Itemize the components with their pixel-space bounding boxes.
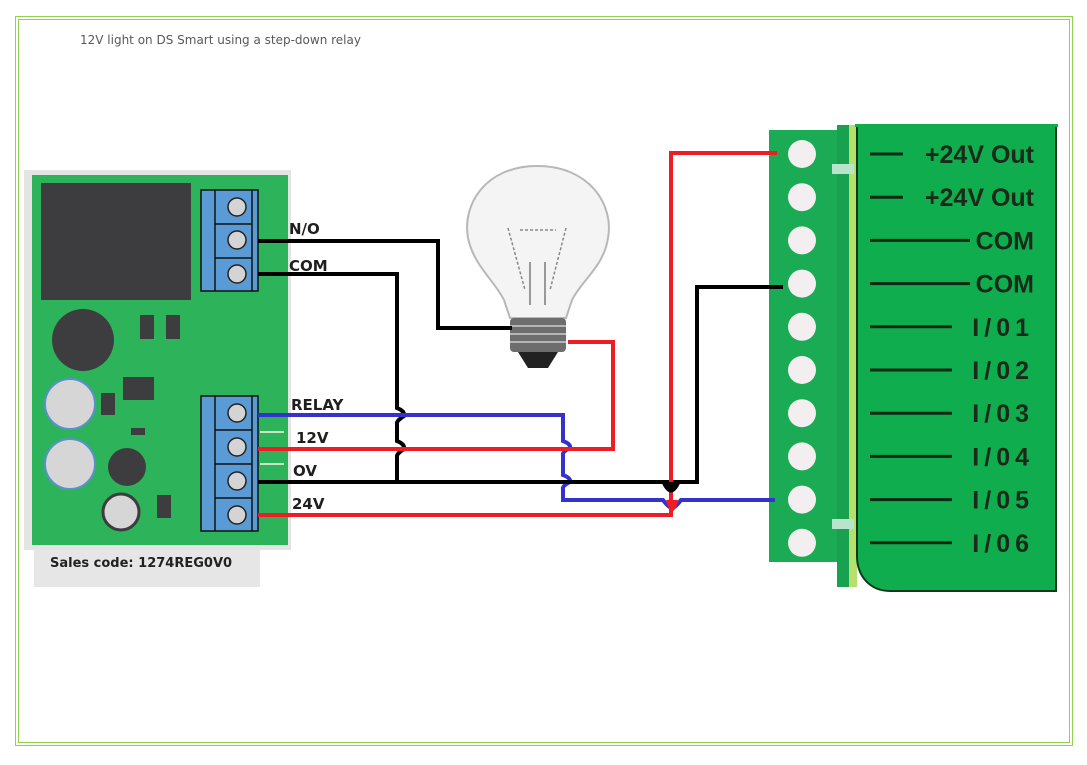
controller-terminal: I/02 [788, 356, 1034, 385]
controller-terminal-label: +24V Out [925, 184, 1035, 212]
light-bulb-icon [466, 164, 610, 368]
controller-terminal: I/01 [788, 312, 1034, 342]
relay-inductor [108, 448, 146, 486]
wire-0v-to-com [258, 285, 783, 484]
relay-smd-2 [166, 315, 180, 339]
label-24v: 24V [292, 495, 325, 513]
relay-capacitor-large [52, 309, 114, 371]
controller-terminal-label: I/03 [972, 400, 1034, 428]
sales-code-plate [34, 550, 260, 587]
terminal-screw [227, 197, 247, 217]
sales-code-label: Sales code: 1274REG0V0 [50, 556, 232, 571]
wire-com-to-0v [258, 272, 407, 482]
diagram-frame-outer [15, 16, 1073, 746]
controller-terminal: +24V Out [788, 183, 1035, 212]
terminal-screw [227, 264, 247, 284]
controller-terminal-screw [788, 183, 816, 212]
controller-terminal-label: COM [976, 227, 1034, 255]
controller-terminal: I/05 [788, 485, 1034, 515]
relay-component [41, 183, 191, 300]
terminal-screw [227, 403, 247, 423]
controller-terminal: COM [788, 269, 1034, 299]
controller-terminal-screw [788, 312, 816, 341]
controller-terminal-screw [788, 528, 816, 557]
controller-terminal: I/04 [788, 442, 1034, 471]
wire-crossing-hop [665, 499, 679, 512]
wire-crossing-hop [661, 481, 681, 493]
diagram-title: 12V light on DS Smart using a step-down … [80, 33, 361, 47]
relay-smd-6 [157, 495, 171, 518]
controller-terminal-screw [788, 140, 816, 168]
controller-terminal-label: I/02 [972, 357, 1034, 385]
controller-terminal-label: I/04 [972, 443, 1034, 471]
controller-terminal-label: COM [976, 271, 1034, 299]
controller-terminal-screw [788, 399, 816, 428]
controller-terminal: COM [788, 226, 1034, 255]
relay-capacitor-2 [44, 438, 96, 490]
terminal-screw [227, 471, 247, 491]
relay-top-terminal-block [200, 189, 259, 292]
relay-module: Sales code: 1274REG0V0 [24, 170, 291, 587]
controller-terminal: I/06 [788, 528, 1034, 558]
controller-terminal-label: I/01 [972, 314, 1034, 342]
controller-terminal-screw [788, 485, 816, 514]
controller-terminal: I/03 [788, 399, 1034, 428]
controller-terminal: +24V Out [788, 140, 1035, 169]
label-relay: RELAY [291, 396, 345, 414]
controller-terminal-screw [788, 356, 816, 384]
wire-24v-to-24v-out [258, 151, 777, 517]
relay-smd-1 [140, 315, 154, 339]
label-0v: OV [293, 462, 317, 480]
controller-terminal-screw [788, 226, 816, 255]
controller-terminal-label: I/05 [972, 487, 1034, 515]
controller-terminal-label: I/06 [972, 530, 1034, 558]
relay-smd-4 [123, 377, 154, 400]
terminal-screw [227, 437, 247, 457]
label-12v: 12V [296, 429, 329, 447]
label-com: COM [289, 257, 328, 275]
controller-terminal-screw [788, 442, 816, 471]
relay-capacitor-1 [44, 378, 96, 430]
relay-bottom-terminal-block [200, 395, 259, 532]
relay-smd-3 [101, 393, 115, 415]
diagram-frame-inner [18, 19, 1070, 743]
terminal-screw [227, 230, 247, 250]
controller-terminal-screw [788, 269, 816, 298]
controller-terminal-label: +24V Out [925, 141, 1035, 169]
label-n-o: N/O [289, 220, 320, 238]
relay-smd-5 [131, 428, 145, 435]
wire-no-to-lamp [258, 239, 512, 330]
terminal-screw [227, 505, 247, 525]
wire-12v-to-lamp [258, 340, 615, 451]
relay-capacitor-3 [101, 492, 141, 532]
